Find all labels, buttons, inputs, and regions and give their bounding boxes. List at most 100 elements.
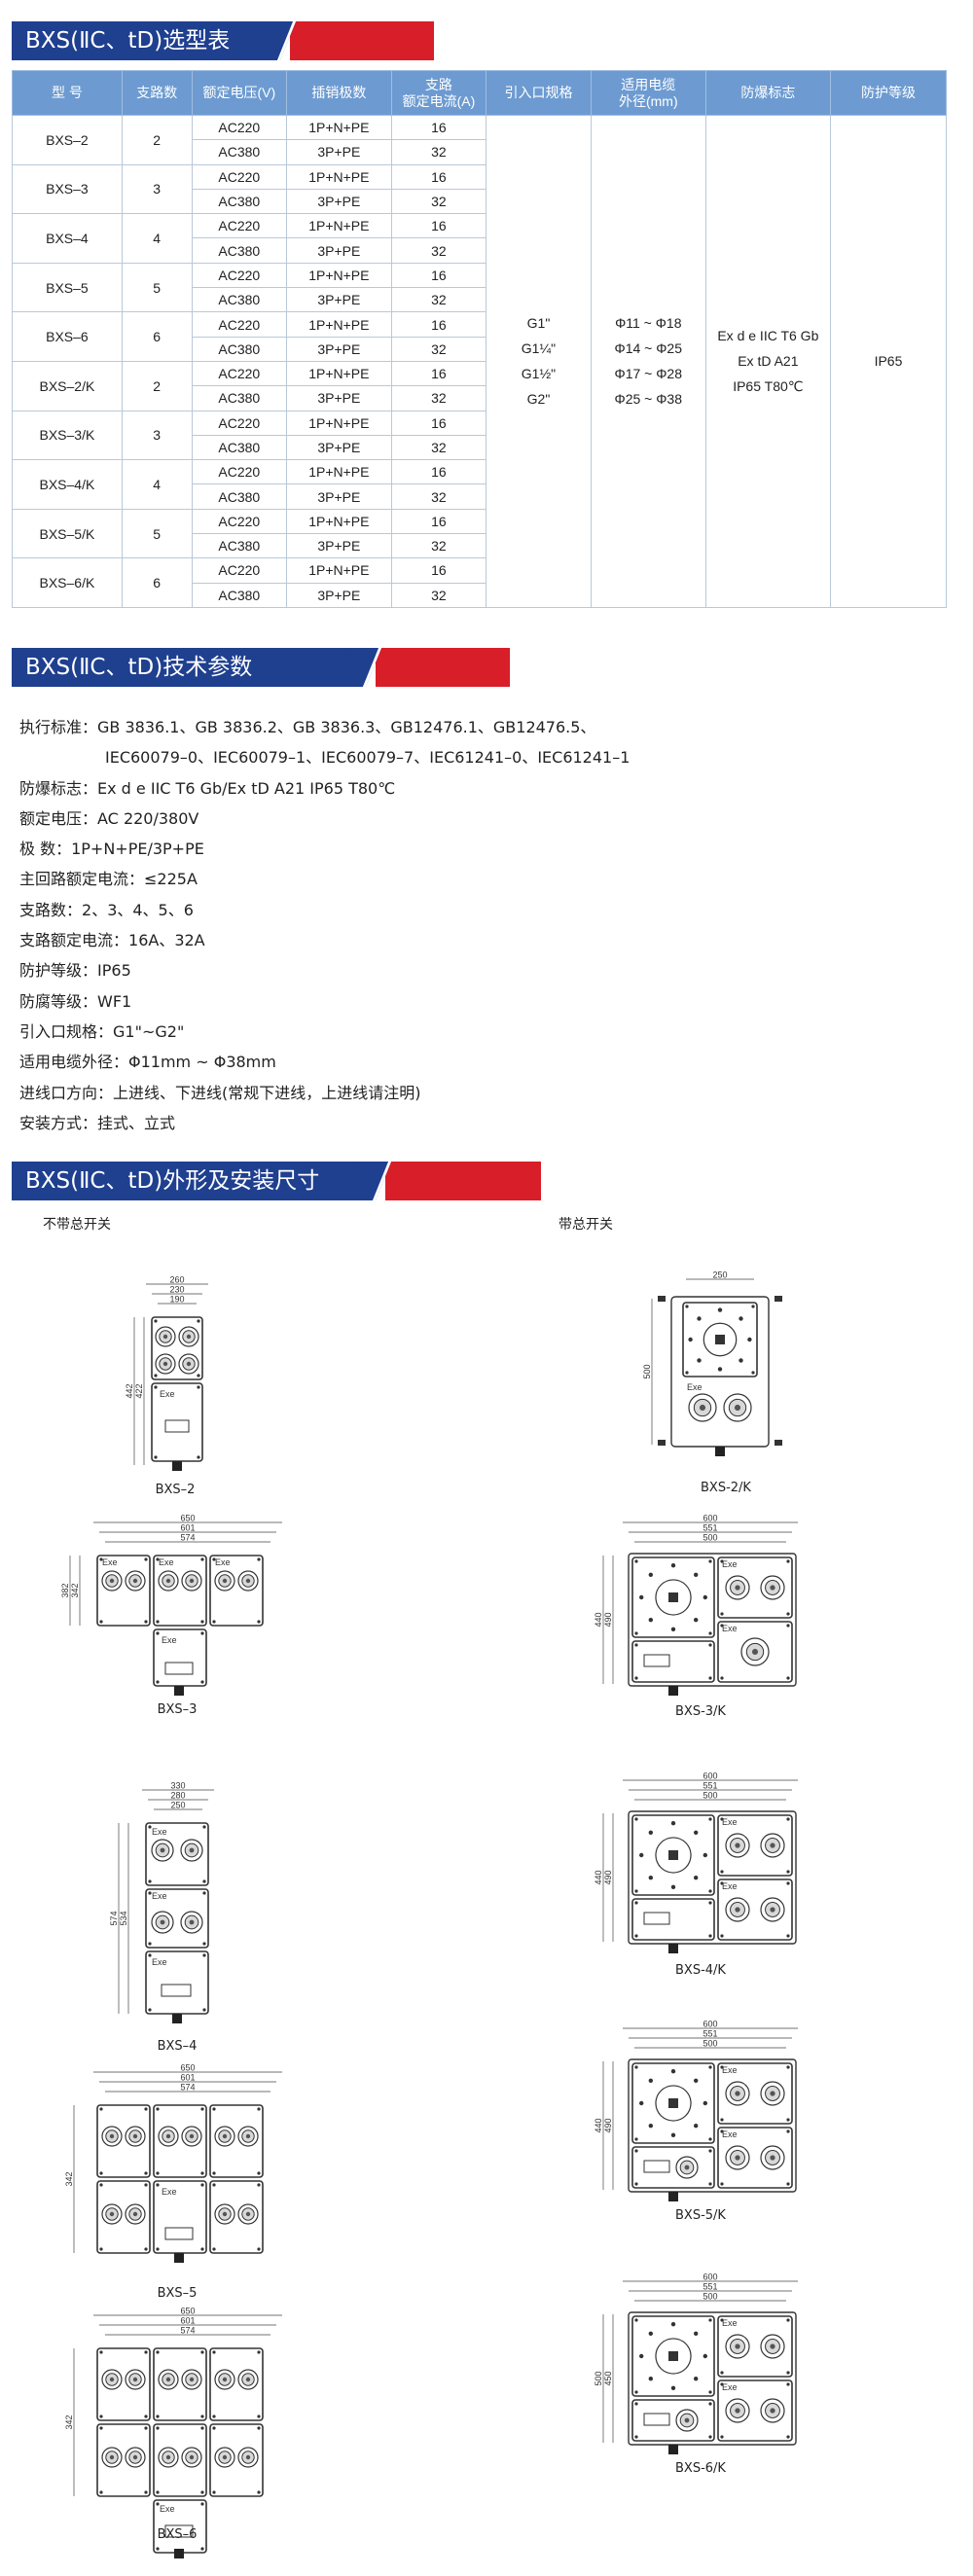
dimension-label: 190 bbox=[169, 1295, 184, 1305]
dimension-label: 600 bbox=[703, 1514, 717, 1523]
enclosure-box bbox=[96, 2347, 151, 2421]
bolt-icon bbox=[148, 1825, 152, 1829]
enclosure-box bbox=[209, 2423, 264, 2497]
exe-marking: Exe bbox=[722, 2318, 738, 2328]
voltage-cell: AC220 bbox=[191, 311, 288, 338]
bolt-icon bbox=[720, 2129, 724, 2133]
current-cell: 16 bbox=[390, 311, 487, 338]
exe-marking: Exe bbox=[159, 1557, 174, 1567]
bolt-icon bbox=[156, 2426, 160, 2430]
param-label: 额定电压： bbox=[19, 808, 98, 828]
bolt-icon bbox=[144, 2415, 148, 2418]
bolt-icon bbox=[144, 2490, 148, 2494]
bolt-icon bbox=[639, 2353, 644, 2359]
drawing-caption: BXS–4 bbox=[157, 2039, 198, 2054]
poles-cell: 3P+PE bbox=[286, 582, 392, 608]
bolt-icon bbox=[720, 2371, 724, 2375]
branches-cell: 6 bbox=[121, 311, 193, 362]
bolt-icon bbox=[720, 1881, 724, 1885]
bolt-icon bbox=[212, 1620, 216, 1624]
switch-handle-icon bbox=[668, 1850, 678, 1860]
table-header-cell: 适用电缆外径(mm) bbox=[590, 70, 706, 116]
current-cell: 16 bbox=[390, 459, 487, 485]
exe-marking: Exe bbox=[102, 1557, 118, 1567]
current-cell: 32 bbox=[390, 188, 487, 215]
entry-spec-cell: G1"G1¼"G1½"G2" bbox=[486, 115, 592, 608]
branches-cell: 2 bbox=[121, 115, 193, 165]
param-value: AC 220/380V bbox=[97, 808, 199, 828]
bolt-icon bbox=[670, 1884, 676, 1889]
bolt-icon bbox=[156, 2502, 160, 2506]
nameplate bbox=[164, 2227, 194, 2240]
bolt-icon bbox=[648, 1617, 654, 1623]
current-cell: 32 bbox=[390, 434, 487, 461]
param-label: 支路数： bbox=[19, 900, 83, 919]
bolt-icon bbox=[212, 2183, 216, 2187]
socket-pin-icon bbox=[222, 2454, 228, 2460]
switch-handle-icon bbox=[668, 2351, 678, 2361]
table-header-cell: 额定电压(V) bbox=[191, 70, 288, 116]
socket-pin-icon bbox=[770, 1585, 775, 1591]
dimension-label: 490 bbox=[603, 1870, 613, 1884]
bolt-icon bbox=[685, 1305, 689, 1308]
bolt-icon bbox=[99, 2426, 103, 2430]
enclosure-box bbox=[717, 1556, 793, 1619]
exe-marking: Exe bbox=[722, 1817, 738, 1827]
bolt-icon bbox=[634, 2137, 638, 2141]
entry-spec-cell-line: G1½" bbox=[521, 366, 557, 382]
bolt-icon bbox=[257, 2415, 261, 2418]
socket-pin-icon bbox=[165, 1578, 171, 1584]
bolt-icon bbox=[202, 2008, 206, 2012]
bolt-icon bbox=[708, 2402, 712, 2406]
enclosure-box bbox=[717, 2127, 793, 2189]
bolt-icon bbox=[670, 2069, 676, 2074]
socket-pin-icon bbox=[165, 2454, 171, 2460]
current-cell: 16 bbox=[390, 410, 487, 436]
socket-pin-icon bbox=[751, 1648, 759, 1656]
exe-marking: Exe bbox=[162, 2187, 177, 2197]
current-cell: 16 bbox=[390, 262, 487, 289]
bolt-icon bbox=[212, 2490, 216, 2494]
switch-handle-icon bbox=[715, 1335, 725, 1344]
poles-cell: 1P+N+PE bbox=[286, 163, 392, 190]
dimension-label: 600 bbox=[703, 2272, 717, 2282]
enclosure-box bbox=[96, 2180, 151, 2254]
bolt-icon bbox=[634, 2065, 638, 2069]
dimension-label: 490 bbox=[603, 2118, 613, 2132]
bolt-icon bbox=[144, 1620, 148, 1624]
exe-marking: Exe bbox=[687, 1382, 703, 1392]
drawing-caption: BXS–6 bbox=[157, 2527, 198, 2542]
switch-handle-icon bbox=[668, 1592, 678, 1602]
enclosure-box bbox=[153, 2423, 207, 2497]
dimension-label: 500 bbox=[594, 2371, 603, 2385]
bolt-icon bbox=[200, 2502, 204, 2506]
param-row: 引入口规格：G1"~G2" bbox=[19, 1017, 630, 1047]
socket-pin-icon bbox=[132, 1578, 138, 1584]
param-value: GB 3836.1、GB 3836.2、GB 3836.3、GB12476.1、… bbox=[97, 718, 596, 736]
dimension-label: 574 bbox=[180, 1533, 195, 1543]
param-value: Ex d e IIC T6 Gb/Ex tD A21 IP65 T80℃ bbox=[97, 778, 396, 798]
bolt-icon bbox=[717, 1307, 723, 1312]
voltage-cell: AC220 bbox=[191, 410, 288, 436]
param-row: 支路额定电流：16A、32A bbox=[19, 925, 630, 955]
exe-marking: Exe bbox=[722, 1624, 738, 1633]
bolt-icon bbox=[708, 1676, 712, 1680]
poles-cell: 1P+N+PE bbox=[286, 508, 392, 535]
bolt-icon bbox=[156, 1620, 160, 1624]
socket-pin-icon bbox=[160, 1847, 165, 1853]
voltage-cell: AC220 bbox=[191, 360, 288, 387]
socket-pin-icon bbox=[109, 2377, 115, 2382]
socket-pin-icon bbox=[189, 2377, 195, 2382]
drawing-caption: BXS–5 bbox=[157, 2286, 198, 2301]
voltage-cell: AC380 bbox=[191, 336, 288, 362]
socket-pin-icon bbox=[189, 1847, 195, 1853]
param-label: 防爆标志： bbox=[19, 778, 98, 798]
bolt-icon bbox=[648, 1572, 654, 1578]
bolt-icon bbox=[154, 1319, 158, 1323]
